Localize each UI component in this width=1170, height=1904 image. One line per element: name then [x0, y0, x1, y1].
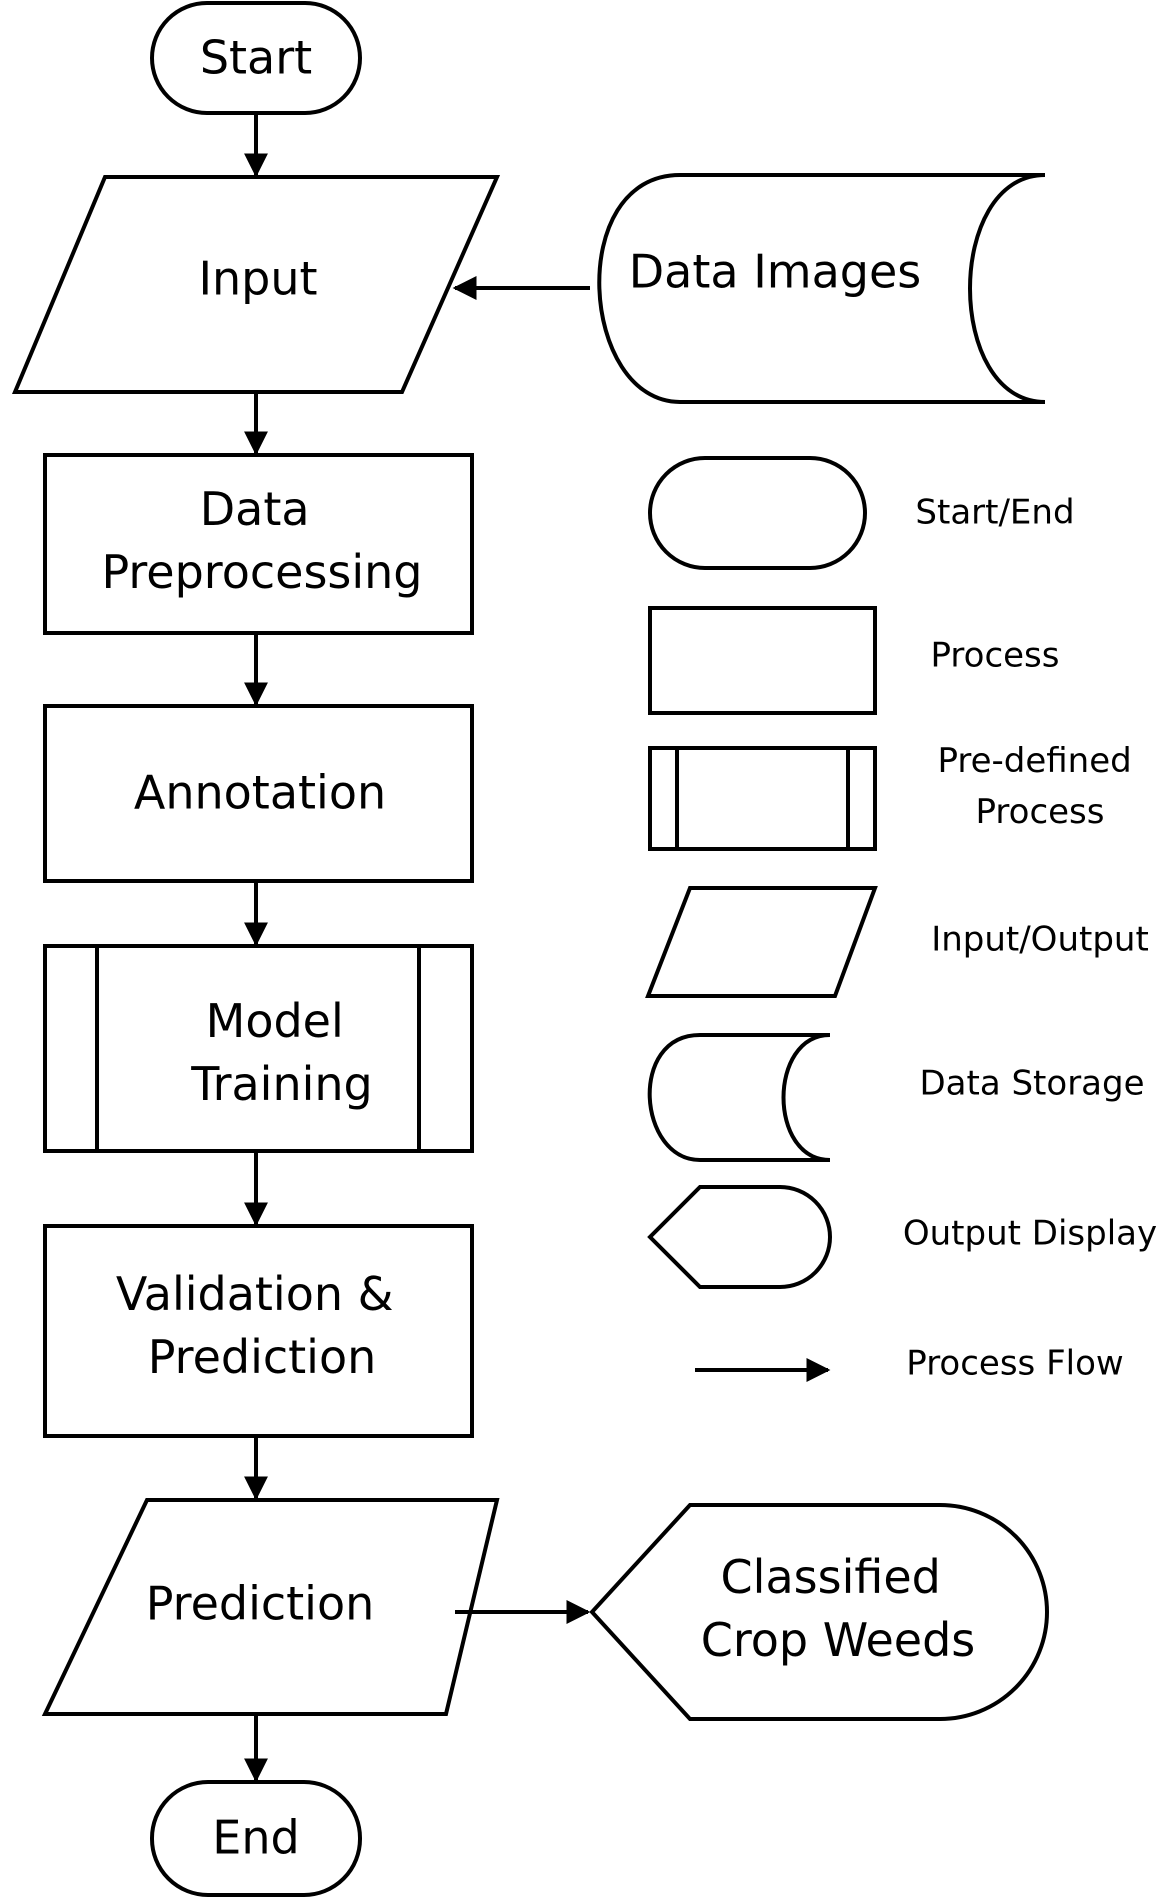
prediction-label: Prediction [146, 1577, 375, 1631]
validation-prediction-label-line1: Validation & [116, 1267, 394, 1321]
input-label: Input [198, 252, 317, 306]
classified-crop-weeds-node: Classified Crop Weeds [589, 1503, 1049, 1721]
legend-start-end-label: Start/End [915, 493, 1074, 533]
legend-predefined-process-shape [648, 746, 877, 851]
classified-crop-weeds-display-shape [589, 1503, 1049, 1721]
data-images-label: Data Images [629, 245, 922, 299]
validation-prediction-process-shape [43, 1224, 474, 1438]
prediction-parallelogram-shape [41, 1498, 500, 1716]
legend-item-output-display: Output Display [647, 1185, 1157, 1289]
legend-item-predefined-process: Pre-defined Process [648, 741, 1142, 851]
data-images-node: Data Images [597, 173, 1046, 404]
model-training-node: Model Training [43, 944, 474, 1153]
start-node: Start [150, 1, 362, 115]
end-node: End [150, 1780, 362, 1897]
legend-item-process: Process [648, 606, 1060, 715]
validation-prediction-node: Validation & Prediction [43, 1224, 474, 1438]
legend-input-output-label: Input/Output [931, 920, 1149, 960]
legend-predefined-process-label: Pre-defined Process [937, 741, 1142, 832]
prediction-node: Prediction [41, 1498, 500, 1716]
legend-data-storage-label: Data Storage [919, 1064, 1144, 1104]
legend-process-flow-label: Process Flow [906, 1344, 1123, 1384]
classified-crop-weeds-label-line1: Classified [721, 1550, 941, 1604]
start-label: Start [200, 31, 312, 85]
legend-item-input-output: Input/Output [645, 886, 1149, 998]
annotation-node: Annotation [43, 704, 474, 883]
data-preprocessing-node: Data Preprocessing [43, 453, 474, 635]
legend-process-shape [648, 606, 877, 715]
annotation-label: Annotation [134, 766, 386, 820]
legend-predefined-label-line1: Pre-defined [937, 741, 1131, 781]
validation-prediction-label-line2: Prediction [148, 1330, 377, 1384]
end-label: End [212, 1811, 299, 1865]
model-training-label-line1: Model [206, 994, 344, 1048]
model-training-label-line2: Training [190, 1057, 373, 1111]
data-images-storage-shape [597, 173, 1046, 404]
classified-crop-weeds-label-line2: Crop Weeds [701, 1613, 976, 1667]
data-preprocessing-label-line1: Data [200, 482, 310, 536]
legend-output-display-shape [647, 1185, 832, 1289]
classified-crop-weeds-label: Classified Crop Weeds [701, 1550, 976, 1667]
data-preprocessing-process-shape [43, 453, 474, 635]
validation-prediction-label: Validation & Prediction [116, 1267, 408, 1384]
input-node: Input [11, 175, 501, 394]
legend-item-start-end: Start/End [648, 456, 1075, 570]
legend-item-data-storage: Data Storage [647, 1033, 1145, 1162]
legend-item-process-flow: Process Flow [695, 1344, 1124, 1384]
legend-start-end-shape [648, 456, 867, 570]
legend: Start/End Process Pre-defined Process In… [645, 456, 1157, 1384]
model-training-predefined-shape [43, 944, 474, 1153]
annotation-process-shape [43, 704, 474, 883]
model-training-label: Model Training [190, 994, 373, 1111]
data-preprocessing-label-line2: Preprocessing [101, 545, 422, 599]
legend-data-storage-shape [647, 1033, 831, 1162]
input-parallelogram-shape [11, 175, 501, 394]
legend-process-label: Process [931, 636, 1060, 676]
legend-input-output-shape [645, 886, 878, 998]
legend-predefined-label-line2: Process [976, 792, 1105, 832]
legend-output-display-label: Output Display [903, 1214, 1157, 1254]
data-preprocessing-label: Data Preprocessing [101, 482, 422, 599]
